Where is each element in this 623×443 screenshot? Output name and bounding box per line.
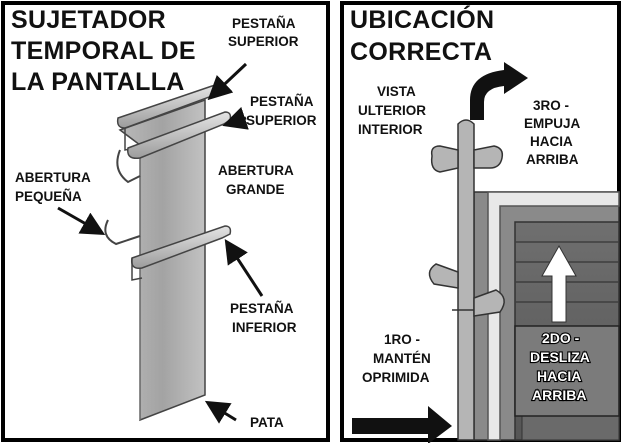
slide-up-arrow xyxy=(541,244,577,323)
label-lower-tab-l2: INFERIOR xyxy=(232,320,297,335)
label-step2-l4: ARRIBA xyxy=(532,387,586,403)
clip-side-hook-1 xyxy=(428,263,459,289)
label-small-opening-l2: PEQUEÑA xyxy=(15,189,82,204)
label-interior-view-l1: VISTA xyxy=(377,84,416,99)
label-interior-view-l3: INTERIOR xyxy=(358,122,423,137)
label-upper-tab-1-l1: PESTAÑA xyxy=(232,16,296,31)
label-large-opening-l1: ABERTURA xyxy=(218,163,294,178)
label-step1-l2: MANTÉN xyxy=(373,351,431,366)
clip-side-view xyxy=(428,119,505,441)
right-panel: UBICACIÓN CORRECTA VISTA ULTERIOR INTERI… xyxy=(340,1,621,443)
label-lower-tab-l1: PESTAÑA xyxy=(230,301,294,316)
left-panel: SUJETADOR TEMPORAL DE LA PANTALLA PESTAÑ… xyxy=(1,1,330,442)
mid-hook xyxy=(104,219,141,246)
left-title-line-1: SUJETADOR xyxy=(11,6,166,34)
label-step2-l1: 2DO - xyxy=(542,330,580,346)
label-interior-view-l2: ULTERIOR xyxy=(358,103,426,118)
label-upper-tab-2-l2: SUPERIOR xyxy=(246,113,317,128)
curved-push-arrow xyxy=(470,62,528,120)
right-title-line-1: UBICACIÓN xyxy=(350,4,494,34)
step2-box xyxy=(514,325,620,417)
left-title-line-3: LA PANTALLA xyxy=(11,68,185,96)
clip-side-top-tab xyxy=(430,145,459,173)
label-step1-l3: OPRIMIDA xyxy=(362,370,430,385)
left-title-line-2: TEMPORAL DE xyxy=(11,37,196,65)
arrow-upper-tab-2 xyxy=(222,106,249,130)
clip-side-stem xyxy=(457,119,475,441)
label-leg: PATA xyxy=(250,415,284,430)
window-inner-frame xyxy=(487,191,620,441)
arrow-leg xyxy=(204,400,237,424)
label-step3-l3: HACIA xyxy=(530,134,573,149)
label-upper-tab-2-l1: PESTAÑA xyxy=(250,94,314,109)
label-step2-l2: DESLIZA xyxy=(530,349,590,365)
label-upper-tab-1-l2: SUPERIOR xyxy=(228,34,299,49)
label-large-opening-l2: GRANDE xyxy=(226,182,285,197)
label-small-opening-l1: ABERTURA xyxy=(15,170,91,185)
small-opening-hook xyxy=(116,149,141,184)
label-step2-l3: HACIA xyxy=(537,368,581,384)
arrow-lower-tab xyxy=(224,238,264,297)
arrow-small-opening xyxy=(57,206,106,235)
hold-down-arrow xyxy=(352,406,452,443)
label-step3-l4: ARRIBA xyxy=(526,152,579,167)
label-step3-l2: EMPUJA xyxy=(524,116,581,131)
clip-side-hook-2 xyxy=(473,289,505,317)
label-step3-l1: 3RO - xyxy=(533,98,569,113)
arrow-upper-tab-1 xyxy=(207,62,248,101)
right-title-line-2: CORRECTA xyxy=(350,38,492,66)
label-step1-l1: 1RO - xyxy=(384,332,420,347)
